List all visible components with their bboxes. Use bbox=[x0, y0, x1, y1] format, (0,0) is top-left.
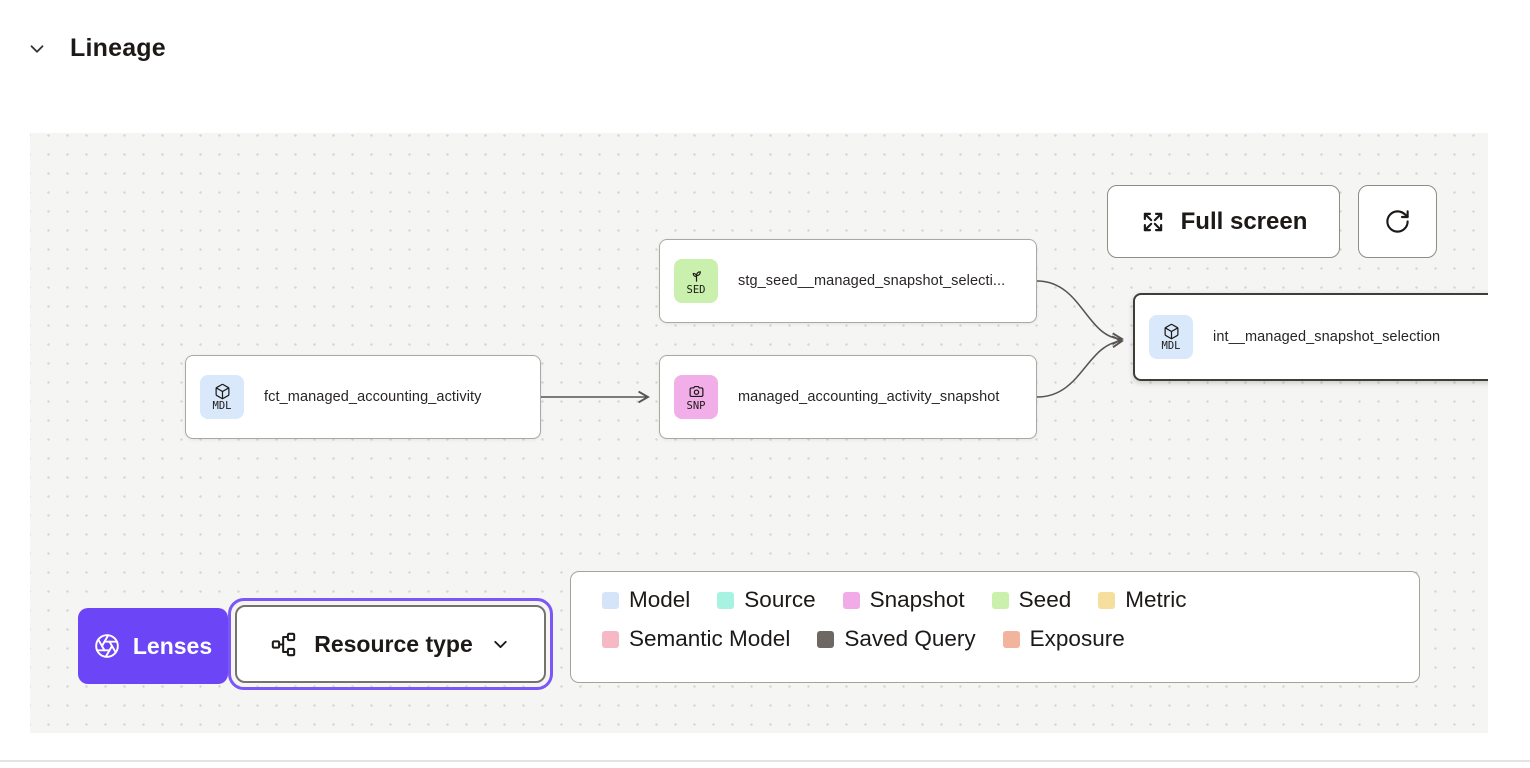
snapshot-badge: SNP bbox=[674, 375, 718, 419]
refresh-button[interactable] bbox=[1358, 185, 1437, 258]
model-cube-icon bbox=[215, 383, 229, 399]
full-screen-label: Full screen bbox=[1180, 207, 1308, 235]
legend-swatch bbox=[842, 591, 860, 609]
snapshot-badge-label: SNP bbox=[686, 399, 706, 412]
model-badge: MDL bbox=[1149, 315, 1193, 359]
resource-type-focus-ring: Resource type bbox=[228, 598, 553, 690]
node-label: fct_managed_accounting_activity bbox=[264, 389, 482, 405]
legend-swatch bbox=[817, 630, 835, 648]
edge-seed-to-int bbox=[1036, 280, 1124, 345]
legend-swatch bbox=[717, 591, 735, 609]
lenses-label: Lenses bbox=[132, 632, 213, 659]
page-title: Lineage bbox=[70, 34, 166, 62]
full-screen-button[interactable]: Full screen bbox=[1107, 185, 1340, 258]
legend-item-metric: Metric bbox=[1098, 587, 1186, 613]
lineage-node-fct-model[interactable]: MDL fct_managed_accounting_activity bbox=[185, 355, 541, 439]
resource-type-icon bbox=[272, 632, 296, 656]
legend-item-snapshot: Snapshot bbox=[842, 587, 965, 613]
node-label: int__managed_snapshot_selection bbox=[1213, 329, 1441, 345]
model-badge-label: MDL bbox=[1161, 339, 1181, 352]
lineage-header: Lineage bbox=[26, 34, 166, 63]
legend-swatch bbox=[602, 630, 619, 648]
legend-swatch bbox=[1002, 630, 1020, 648]
node-label: stg_seed__managed_snapshot_selecti... bbox=[738, 273, 1006, 289]
legend-swatch bbox=[602, 591, 619, 609]
bottom-divider bbox=[0, 760, 1530, 762]
collapse-chevron-icon[interactable] bbox=[26, 38, 48, 60]
edge-snapshot-to-int bbox=[1036, 335, 1124, 398]
seed-badge: SED bbox=[674, 259, 718, 303]
model-cube-icon bbox=[1164, 323, 1178, 339]
lenses-button[interactable]: Lenses bbox=[78, 608, 228, 684]
seed-icon bbox=[692, 270, 701, 282]
lineage-canvas[interactable]: Full screen SED stg_seed__managed_snapsh… bbox=[30, 133, 1488, 733]
legend-item-seed: Seed bbox=[991, 587, 1071, 613]
legend-item-saved-query: Saved Query bbox=[817, 626, 976, 652]
lineage-node-seed[interactable]: SED stg_seed__managed_snapshot_selecti..… bbox=[659, 239, 1037, 323]
model-badge-label: MDL bbox=[212, 399, 232, 412]
chevron-down-icon bbox=[494, 640, 507, 648]
legend-item-model: Model bbox=[602, 587, 690, 613]
node-label: managed_accounting_activity_snapshot bbox=[738, 389, 1000, 405]
resource-type-dropdown[interactable]: Resource type bbox=[235, 605, 546, 683]
legend-row-1: Model Source Snapshot Seed Metric bbox=[602, 587, 1419, 613]
legend-swatch bbox=[991, 591, 1009, 609]
lineage-node-snapshot[interactable]: SNP managed_accounting_activity_snapshot bbox=[659, 355, 1037, 439]
model-badge: MDL bbox=[200, 375, 244, 419]
expand-icon bbox=[1143, 212, 1162, 231]
aperture-icon bbox=[95, 634, 119, 658]
legend-swatch bbox=[1098, 591, 1116, 609]
lineage-node-int-model-selected[interactable]: MDL int__managed_snapshot_selection bbox=[1133, 293, 1488, 381]
legend-item-semantic-model: Semantic Model bbox=[602, 626, 790, 652]
refresh-icon bbox=[1386, 210, 1409, 233]
resource-type-legend: Model Source Snapshot Seed Metric bbox=[570, 571, 1420, 683]
seed-badge-label: SED bbox=[686, 283, 706, 296]
snapshot-camera-icon bbox=[689, 385, 703, 397]
legend-item-source: Source bbox=[717, 587, 816, 613]
legend-row-2: Semantic Model Saved Query Exposure bbox=[602, 626, 1419, 652]
resource-type-label: Resource type bbox=[314, 630, 473, 657]
legend-item-exposure: Exposure bbox=[1002, 626, 1125, 652]
